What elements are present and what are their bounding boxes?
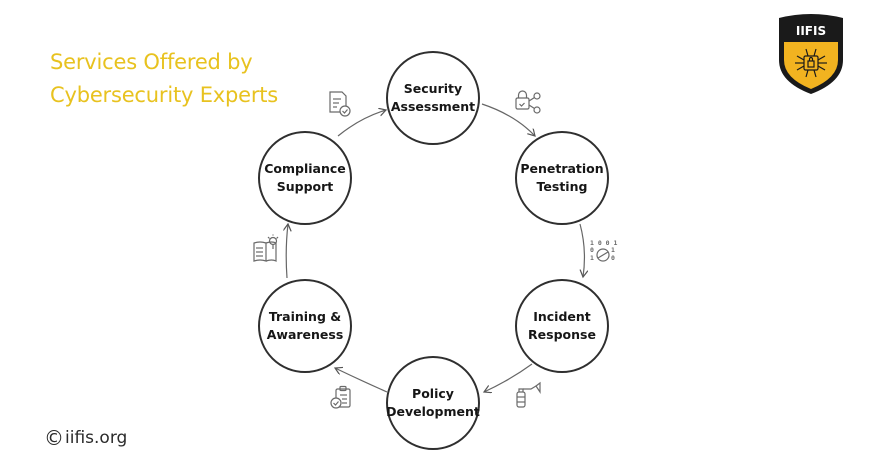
site-link[interactable]: iifis.org <box>65 428 128 448</box>
node-incident-response: Incident Response <box>515 279 609 373</box>
node-label: Compliance Support <box>264 161 346 194</box>
arrow-compliance-to-security <box>337 110 386 137</box>
arrow-security-to-penetration <box>481 103 535 136</box>
node-label: Incident Response <box>528 309 596 342</box>
copyright-icon: © <box>44 426 64 450</box>
arrow-penetration-to-incident <box>579 223 584 277</box>
document-check-icon <box>329 91 351 117</box>
node-label: Policy Development <box>386 386 480 419</box>
book-lightbulb-icon <box>253 234 279 262</box>
svg-text:0: 0 <box>590 246 594 254</box>
arrow-policy-to-training <box>335 368 388 393</box>
svg-text:1: 1 <box>590 254 594 262</box>
node-security-assessment: Security Assessment <box>386 51 480 145</box>
title-line-1: Services Offered by <box>50 50 253 74</box>
iifis-logo: IIFIS <box>773 12 849 96</box>
node-training-awareness: Training & Awareness <box>258 279 352 373</box>
circuit-lock-icon <box>795 48 827 78</box>
node-label: Security Assessment <box>390 81 476 114</box>
node-policy-development: Policy Development <box>386 356 480 450</box>
lock-share-icon <box>515 90 541 114</box>
node-penetration-testing: Penetration Testing <box>515 131 609 225</box>
svg-text:0: 0 <box>611 254 615 262</box>
fire-extinguisher-icon <box>516 381 541 408</box>
page-title: Services Offered by Cybersecurity Expert… <box>50 46 278 112</box>
node-label: Penetration Testing <box>520 161 604 194</box>
copyright-footer: © iifis.org <box>44 426 127 450</box>
arrow-training-to-compliance <box>286 224 288 279</box>
node-compliance-support: Compliance Support <box>258 131 352 225</box>
title-line-2: Cybersecurity Experts <box>50 83 279 107</box>
svg-text:1: 1 <box>611 246 615 254</box>
logo-text: IIFIS <box>796 24 826 38</box>
arrow-incident-to-policy <box>484 363 533 392</box>
clipboard-check-icon <box>330 385 351 409</box>
svg-text:1 0 0 1: 1 0 0 1 <box>590 239 617 247</box>
node-label: Training & Awareness <box>266 309 344 342</box>
